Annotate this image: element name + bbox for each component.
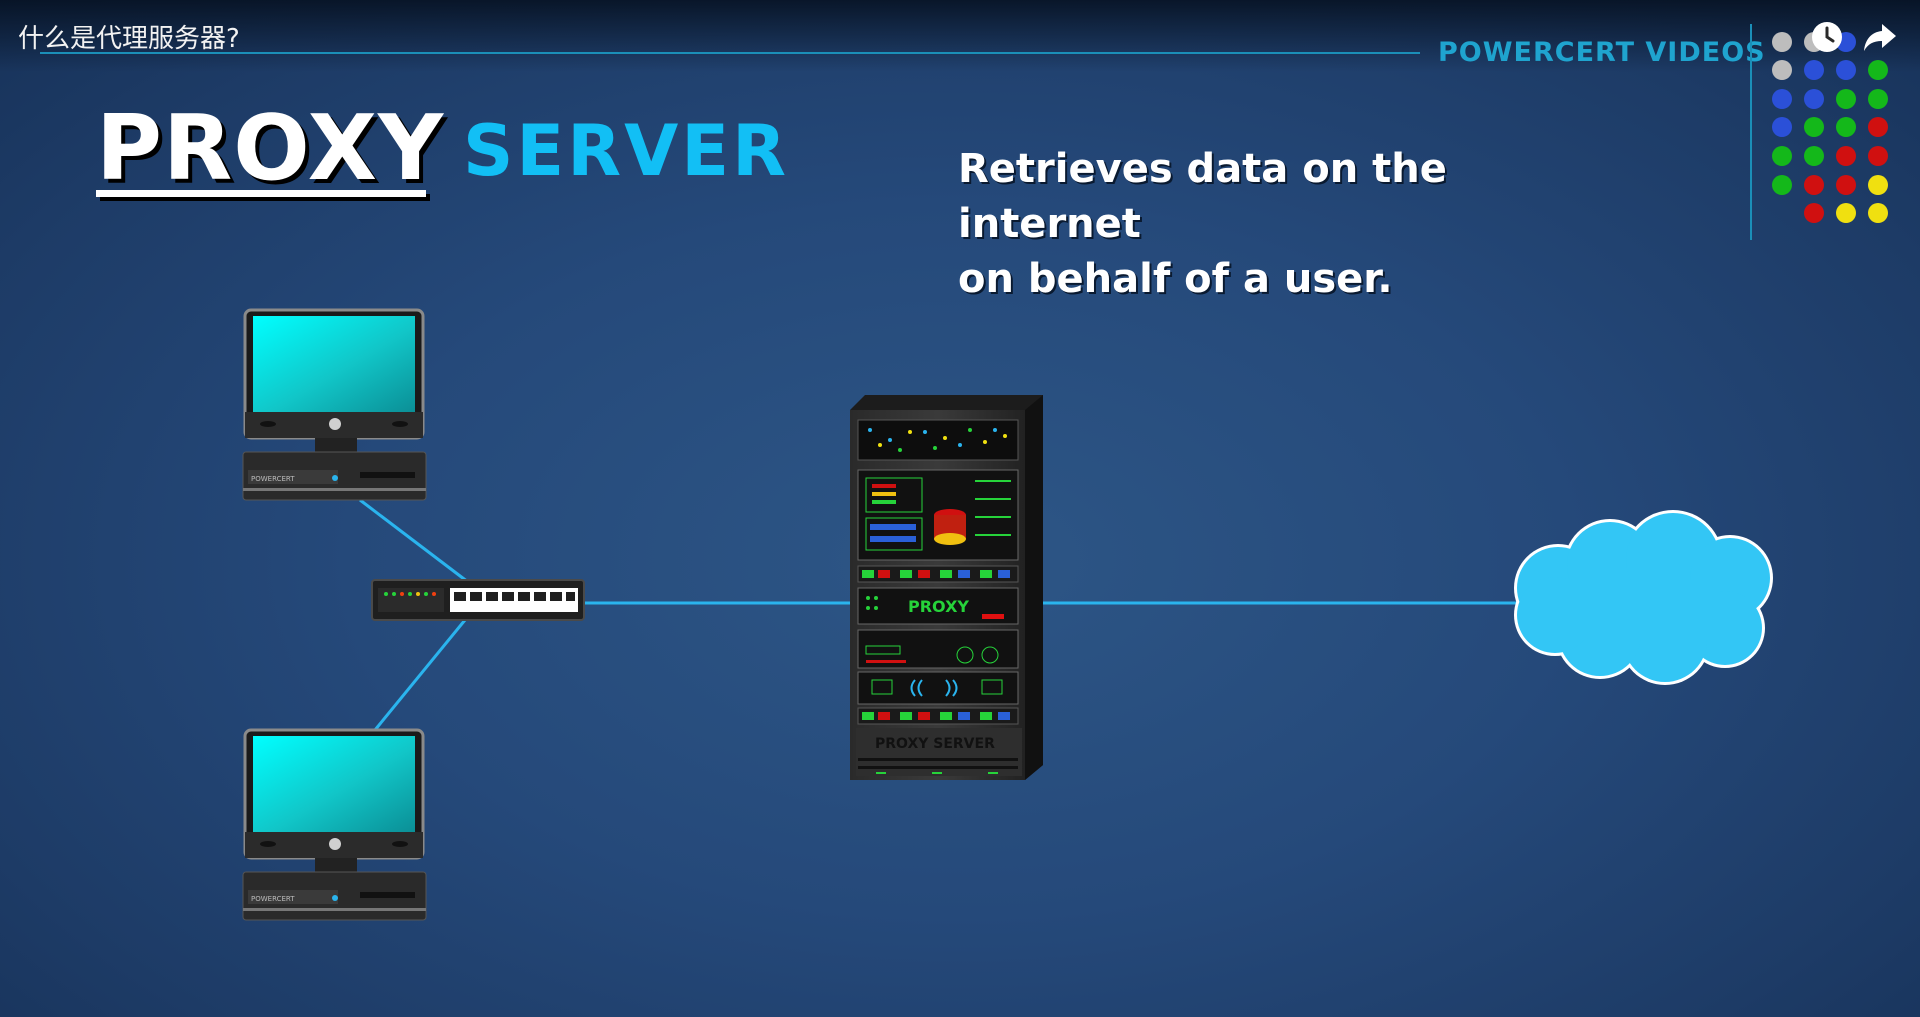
dot (1836, 203, 1856, 223)
cable-bottom-computer (373, 619, 467, 731)
network-switch (371, 579, 585, 621)
computer-brand-label: POWERCERT (251, 895, 295, 903)
computer-top: POWERCERT (242, 308, 427, 501)
proxy-heading-underline (96, 190, 426, 197)
dot (1868, 117, 1888, 137)
channel-brand: POWERCERT VIDEOS (1438, 37, 1766, 68)
computer-brand-label: POWERCERT (251, 475, 295, 483)
proxy-heading: PROXY (96, 96, 445, 201)
share-arrow-icon (1864, 24, 1896, 51)
dot (1772, 60, 1792, 80)
video-title-bar: 什么是代理服务器? (0, 0, 1920, 72)
clock-icon (1812, 22, 1842, 52)
brand-divider (1750, 24, 1752, 240)
slide-description: Retrieves data on the internet on behalf… (958, 142, 1598, 307)
dot (1868, 175, 1888, 195)
share-button[interactable] (1862, 20, 1898, 58)
server-rack-label: PROXY SERVER (875, 736, 995, 752)
dot (1836, 60, 1856, 80)
dot (1772, 89, 1792, 109)
network-cables (359, 498, 1520, 731)
description-line-1: Retrieves data on the internet (958, 146, 1447, 247)
dot (1804, 146, 1824, 166)
dot (1836, 89, 1856, 109)
dot (1868, 60, 1888, 80)
watch-later-button[interactable] (1810, 20, 1844, 58)
internet-cloud (1514, 510, 1773, 685)
dot (1868, 89, 1888, 109)
video-title[interactable]: 什么是代理服务器? (18, 24, 240, 54)
server-heading: SERVER (463, 110, 790, 192)
dot (1804, 117, 1824, 137)
dot (1772, 146, 1792, 166)
dot (1868, 146, 1888, 166)
description-line-2: on behalf of a user. (958, 256, 1393, 302)
dot (1836, 117, 1856, 137)
dot (1772, 117, 1792, 137)
dot (1772, 175, 1792, 195)
dot (1804, 89, 1824, 109)
dot (1868, 203, 1888, 223)
dot (1772, 32, 1792, 52)
header-line (40, 52, 1420, 54)
dot (1836, 175, 1856, 195)
dot (1804, 203, 1824, 223)
cable-top-computer (359, 498, 469, 584)
dot (1804, 60, 1824, 80)
server-panel-label: PROXY (908, 597, 969, 616)
proxy-server-rack: PROXY PROXY SERVER (850, 395, 1043, 780)
computer-bottom: POWERCERT (242, 728, 427, 921)
dot (1804, 175, 1824, 195)
dot (1836, 146, 1856, 166)
